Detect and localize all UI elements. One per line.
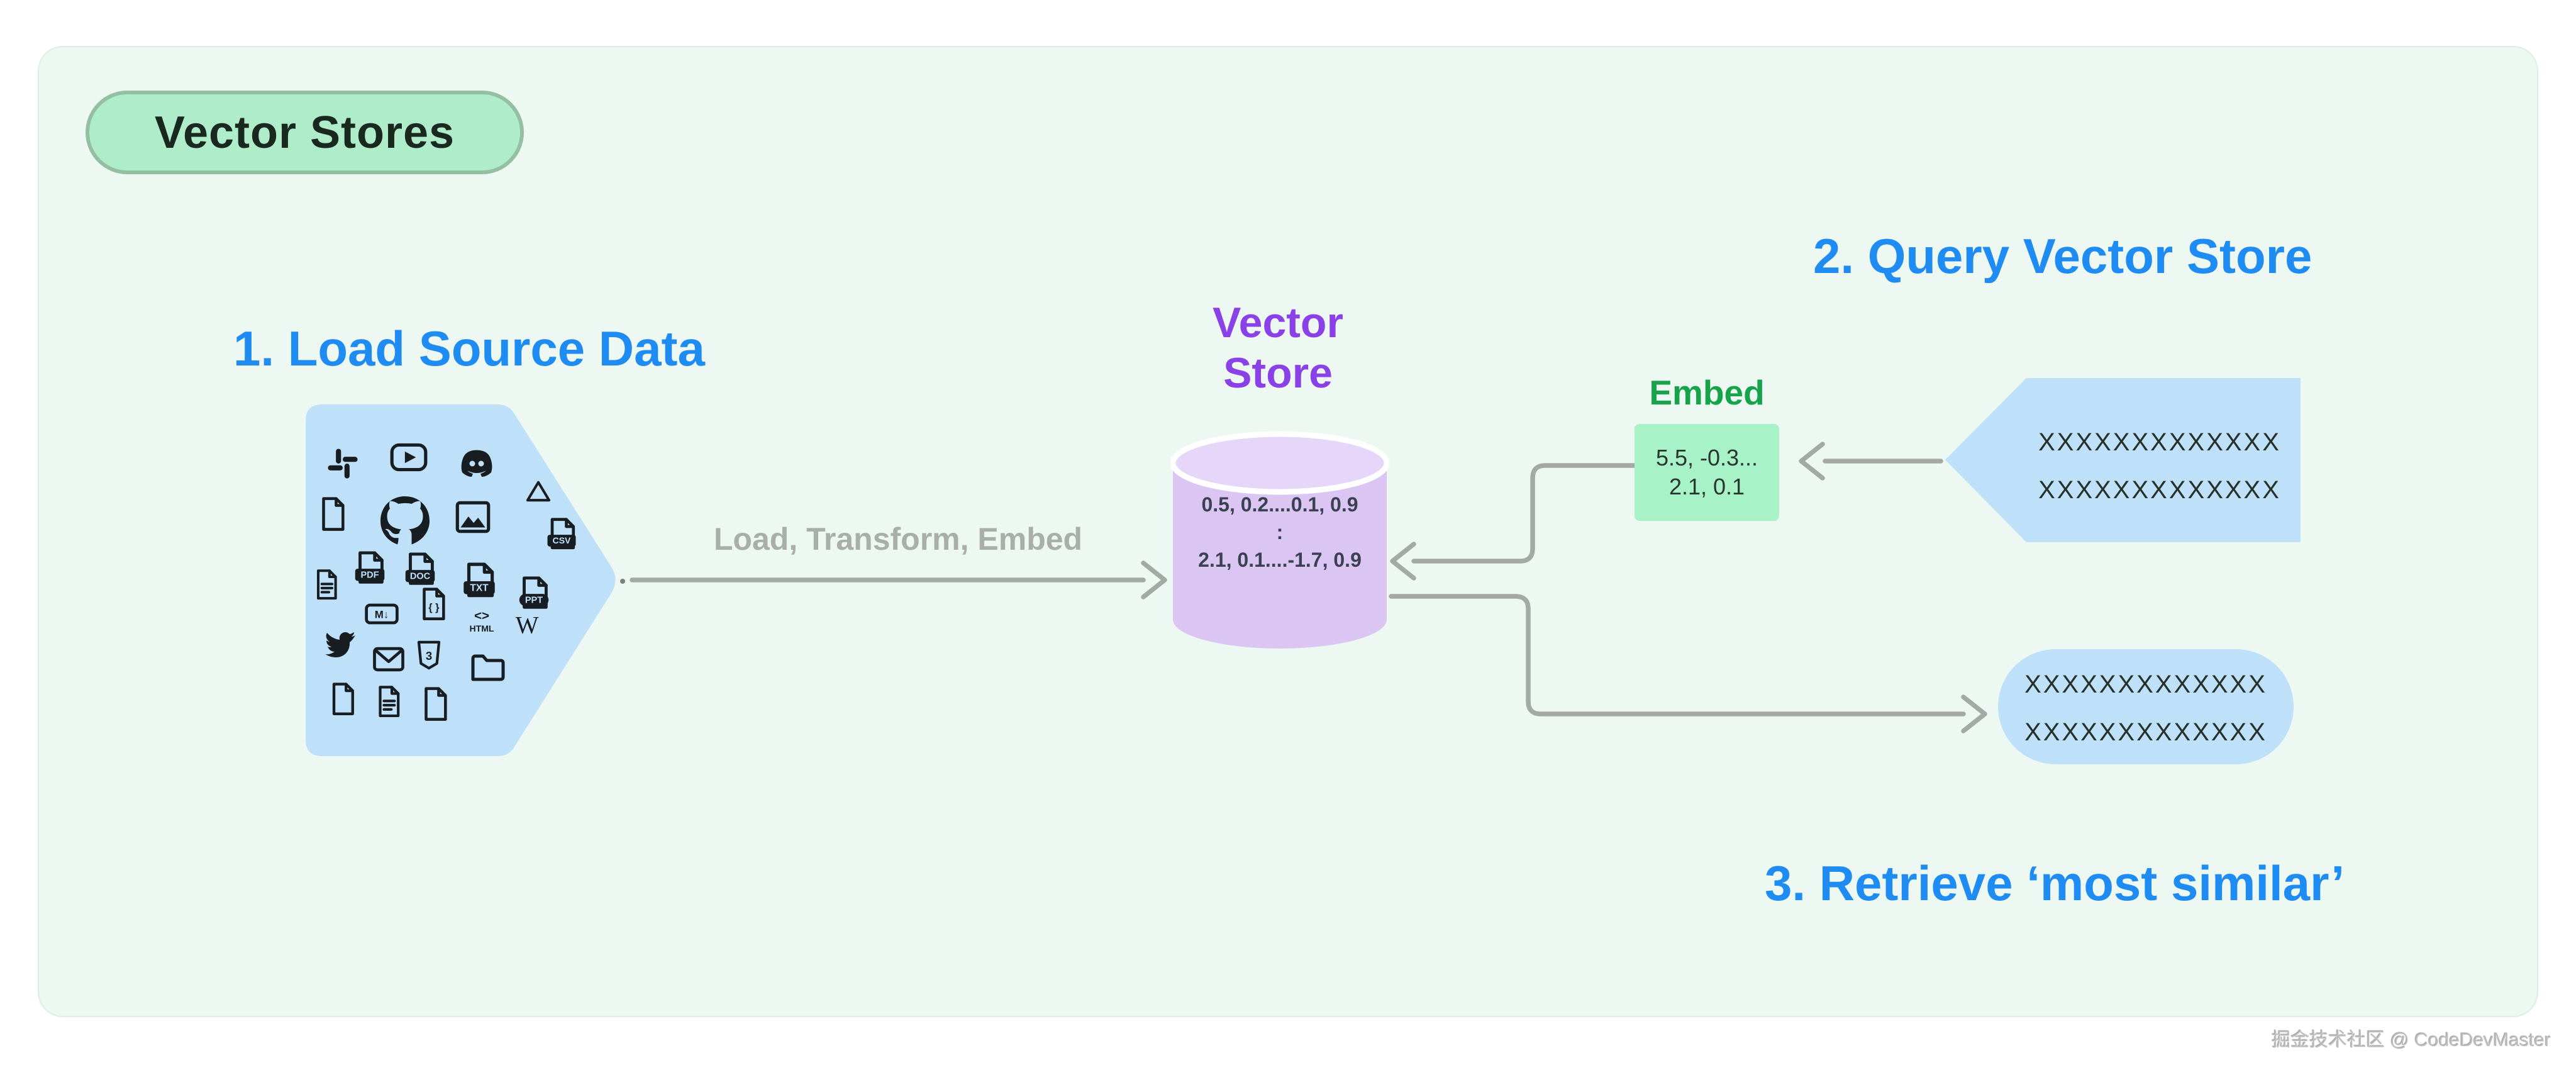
result-line1: XXXXXXXXXXXXX [2024, 671, 2267, 698]
title-badge: Vector Stores [86, 91, 524, 174]
query-tag-text: XXXXXXXXXXXXX XXXXXXXXXXXXX [2019, 428, 2301, 523]
step3-heading: 3. Retrieve ‘most similar’ [1765, 855, 2345, 911]
embed-vector-line2: 2.1, 0.1 [1668, 474, 1745, 499]
query-tag-line2: XXXXXXXXXXXXX [2038, 476, 2281, 504]
embed-vector-box: 5.5, -0.3... 2.1, 0.1 [1635, 424, 1779, 521]
vector-store-values-row1: 0.5, 0.2....0.1, 0.9 [1201, 493, 1358, 516]
flow-arrow-label: Load, Transform, Embed [713, 521, 1083, 557]
embed-vector-line1: 5.5, -0.3... [1655, 445, 1758, 471]
vector-store-title-line2: Store [1223, 349, 1333, 397]
step1-heading: 1. Load Source Data [233, 321, 705, 376]
vector-store-values: 0.5, 0.2....0.1, 0.9 : 2.1, 0.1....-1.7,… [1154, 491, 1406, 574]
vector-store-values-row3: 2.1, 0.1....-1.7, 0.9 [1198, 549, 1362, 571]
vector-store-title: Vector Store [1152, 298, 1404, 398]
step2-heading: 2. Query Vector Store [1813, 228, 2312, 284]
watermark: 掘金技术社区 @ CodeDevMaster [2272, 1030, 2551, 1050]
vector-store-title-line1: Vector [1213, 299, 1343, 347]
result-line2: XXXXXXXXXXXXX [2024, 718, 2267, 746]
title-badge-label: Vector Stores [154, 107, 455, 158]
embed-label: Embed [1649, 373, 1765, 412]
vector-store-values-row2: : [1276, 521, 1284, 543]
query-tag-line1: XXXXXXXXXXXXX [2038, 428, 2281, 456]
result-box: XXXXXXXXXXXXX XXXXXXXXXXXXX [1998, 649, 2294, 764]
